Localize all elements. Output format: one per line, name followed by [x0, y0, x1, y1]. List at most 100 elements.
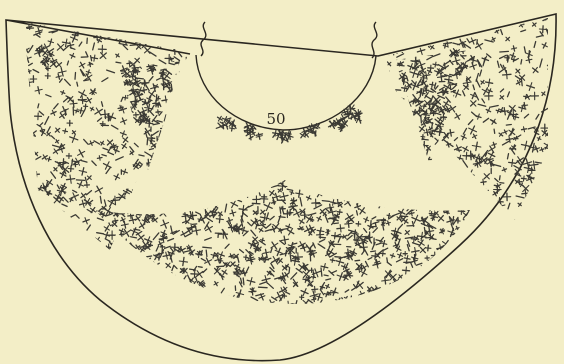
stipple-mark [28, 143, 32, 145]
stipple-mark [490, 106, 499, 108]
stipple-mark [458, 231, 460, 240]
stipple-mark [256, 294, 264, 296]
stipple-mark [174, 157, 178, 161]
stipple-mark [483, 179, 484, 185]
stipple-mark [135, 157, 142, 159]
stipple-mark [209, 185, 213, 187]
stipple-mark [26, 112, 31, 113]
stipple-mark [143, 55, 148, 62]
stipple-mark [439, 149, 441, 156]
stipple-mark [152, 163, 159, 167]
stipple-mark [395, 159, 401, 163]
stipple-mark [443, 280, 447, 282]
stipple-mark [418, 176, 422, 177]
stipple-mark [180, 209, 187, 210]
stipple-mark [158, 110, 159, 114]
stipple-mark [403, 138, 411, 139]
stipple-mark [157, 121, 162, 122]
stipple-mark [122, 162, 123, 169]
stipple-mark [384, 299, 393, 301]
stipple-mark [431, 275, 435, 278]
stipple-mark [389, 176, 397, 178]
stipple-mark [125, 95, 126, 100]
stipple-mark [158, 278, 166, 280]
stipple-mark [166, 204, 167, 208]
stipple-mark [390, 158, 395, 160]
stipple-mark [414, 206, 421, 207]
stipple-mark [448, 301, 452, 304]
stipple-mark [107, 70, 115, 73]
stipple-mark [115, 218, 116, 223]
stipple-mark [428, 19, 434, 25]
stipple-mark [389, 182, 394, 186]
stipple-mark [410, 50, 415, 53]
stipple-mark [259, 287, 268, 288]
stipple-mark [165, 96, 166, 104]
stipple-mark [413, 20, 417, 27]
stipple-mark [447, 18, 451, 20]
stipple-mark [451, 189, 453, 194]
stipple-mark [429, 260, 430, 268]
stipple-mark [153, 196, 157, 198]
stipple-mark [334, 223, 339, 224]
stipple-mark [101, 190, 107, 191]
stipple-mark [463, 290, 469, 291]
stipple-mark [203, 247, 212, 248]
stipple-mark [226, 194, 232, 200]
stipple-mark [252, 187, 258, 189]
stipple-mark [33, 70, 39, 73]
stipple-mark [149, 284, 153, 290]
stipple-mark [100, 280, 104, 287]
stipple-mark [174, 101, 176, 105]
stipple-mark [236, 188, 240, 193]
stipple-mark [185, 189, 191, 194]
stipple-mark [392, 254, 394, 258]
stipple-mark [415, 186, 419, 189]
stipple-mark [462, 176, 468, 179]
stipple-mark [167, 143, 171, 144]
stipple-mark [227, 198, 232, 199]
stipple-mark [102, 78, 108, 82]
stipple-mark [187, 180, 190, 185]
stipple-mark [361, 178, 363, 185]
stipple-mark [450, 287, 454, 292]
stipple-mark [391, 200, 395, 207]
stipple-mark [325, 216, 328, 222]
stipple-mark [250, 187, 256, 192]
stipple-mark [473, 197, 478, 199]
stipple-mark [463, 196, 464, 202]
stipple-mark [174, 44, 178, 50]
stipple-mark [168, 204, 171, 207]
stipple-mark [118, 273, 127, 275]
stipple-mark [450, 190, 455, 192]
stipple-mark [298, 253, 299, 262]
stipple-mark [489, 89, 491, 93]
stipple-mark [417, 139, 418, 147]
stipple-mark [383, 183, 388, 185]
stipple-mark [385, 181, 387, 186]
stipple-mark [93, 213, 99, 215]
stipple-mark [183, 283, 185, 289]
stipple-mark [270, 300, 273, 306]
stipple-mark [169, 134, 172, 139]
stipple-mark [430, 302, 436, 304]
stipple-mark [357, 197, 359, 205]
stipple-mark [60, 210, 64, 212]
stipple-mark [469, 170, 473, 177]
stipple-mark [134, 143, 138, 147]
stipple-mark [369, 188, 374, 192]
stipple-mark [421, 283, 423, 288]
stipple-mark [97, 20, 98, 26]
stipple-mark [382, 280, 389, 281]
stipple-mark [480, 22, 486, 23]
stipple-mark [186, 18, 188, 25]
stipple-mark [385, 201, 391, 206]
stipple-mark [428, 19, 434, 25]
stipple-mark [420, 226, 425, 232]
stipple-mark [461, 203, 468, 208]
stipple-mark [379, 204, 381, 208]
stipple-mark [453, 134, 458, 136]
stipple-mark [423, 265, 425, 272]
stipple-mark [226, 193, 228, 200]
stipple-mark [146, 189, 150, 192]
